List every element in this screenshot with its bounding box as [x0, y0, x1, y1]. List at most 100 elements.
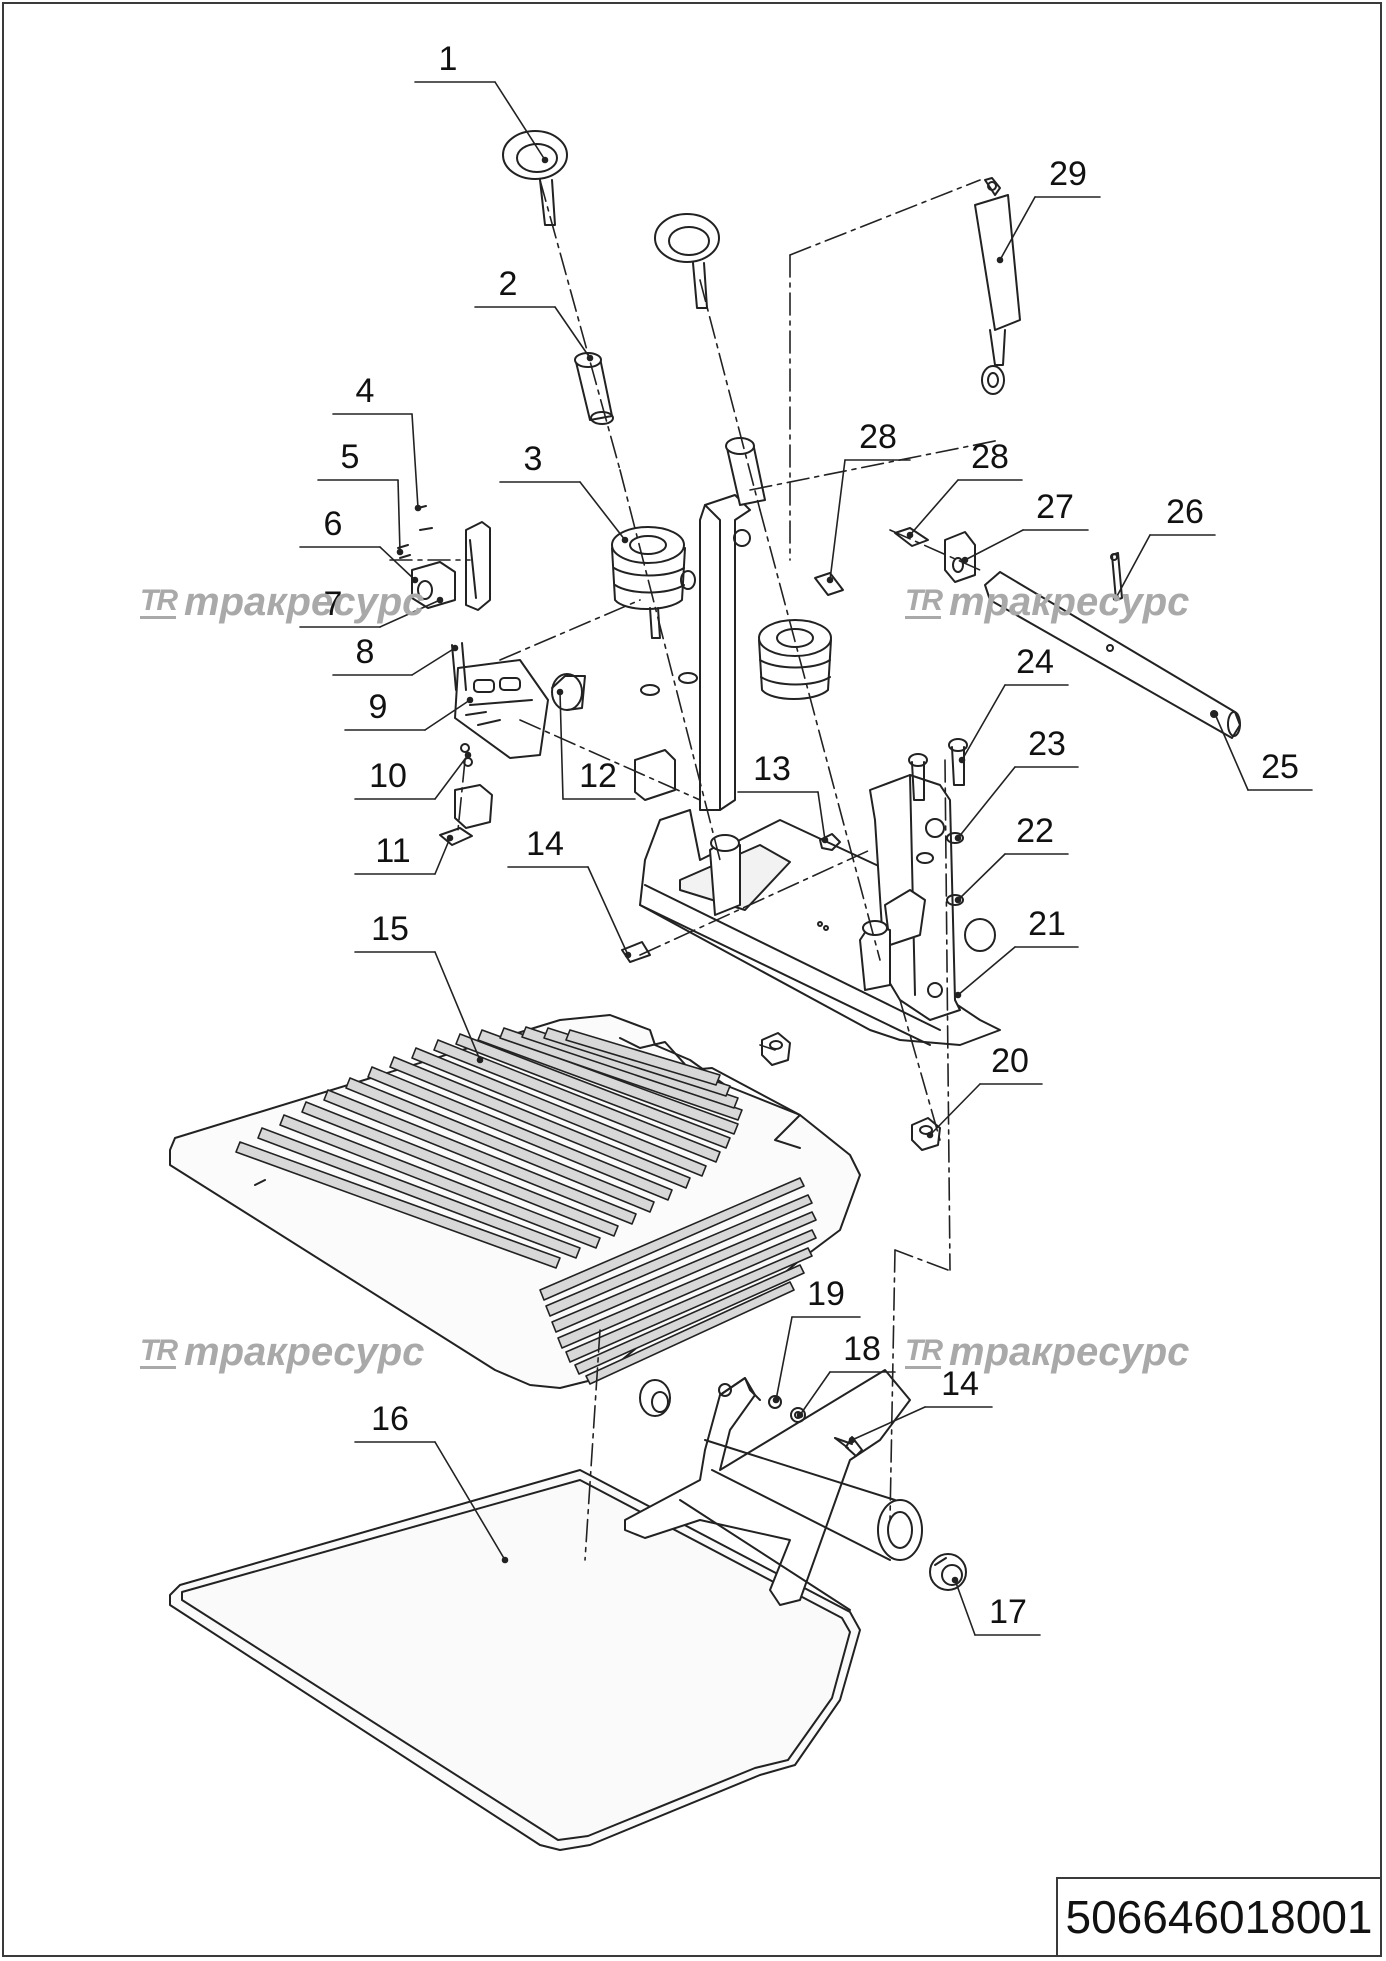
screws-8: [451, 642, 467, 691]
callout-leader: [424, 699, 471, 731]
callout-dot: [464, 751, 472, 759]
callout-leader: [817, 791, 826, 841]
bracket-4: [417, 505, 491, 611]
callout-number: 9: [369, 688, 388, 726]
callout-number: 14: [941, 1365, 979, 1403]
callout-leader: [411, 647, 456, 676]
callout-dot: [624, 951, 632, 959]
nut-20: [911, 1117, 941, 1151]
callout-dot: [501, 1556, 509, 1564]
callout-leader: [434, 754, 469, 800]
shaft-25: [984, 571, 1241, 739]
callout-dot: [906, 531, 914, 539]
callout-dot: [848, 1436, 856, 1444]
callout-number: 27: [1036, 488, 1074, 526]
callout-dot: [796, 1411, 804, 1419]
callout-dot: [446, 834, 454, 842]
callout-number: 5: [341, 438, 360, 476]
callout-number: 13: [753, 750, 791, 788]
small-washers: [640, 570, 934, 864]
bolt-14-lower: [834, 1436, 863, 1457]
callout-dot: [951, 1576, 959, 1584]
nut-lower-left: [761, 1032, 791, 1066]
callout-dot: [541, 156, 549, 164]
callout-leader: [554, 306, 591, 359]
callout-number: 1: [439, 40, 458, 78]
pin-26: [1110, 552, 1123, 601]
bushing-17: [929, 1553, 967, 1591]
callout-number: 17: [989, 1593, 1027, 1631]
callout-dot: [1211, 710, 1219, 718]
callout-dot: [621, 536, 629, 544]
gas-strut-29: [974, 177, 1021, 395]
washer-19: [768, 1395, 782, 1409]
callout-dot: [954, 896, 962, 904]
callout-leader: [411, 413, 419, 509]
callout-number: 20: [991, 1042, 1029, 1080]
callout-number: 24: [1016, 643, 1054, 681]
callout-leader: [494, 81, 546, 161]
callout-dot: [586, 354, 594, 362]
knob-second: [654, 213, 720, 309]
callout-leader: [379, 599, 441, 628]
callout-number: 14: [526, 825, 564, 863]
document-number: 506646018001: [1056, 1877, 1382, 1957]
callout-number: 7: [324, 585, 343, 623]
callout-dot: [451, 644, 459, 652]
block-11: [439, 784, 493, 846]
callout-leader: [999, 196, 1036, 261]
bolt-28-left: [814, 572, 844, 596]
callout-dot: [476, 1056, 484, 1064]
callout-dot: [996, 256, 1004, 264]
callout-dot: [926, 1131, 934, 1139]
callout-dot: [396, 548, 404, 556]
spring-3: [611, 526, 686, 639]
callout-number: 2: [499, 265, 518, 303]
callout-leader: [954, 1579, 976, 1636]
sleeve-second: [725, 437, 766, 506]
callout-number: 10: [369, 757, 407, 795]
callout-number: 18: [843, 1330, 881, 1368]
washer-23: [946, 832, 964, 844]
callout-number: 28: [859, 418, 897, 456]
callout-leader: [957, 766, 1016, 839]
clamp-27: [944, 531, 976, 583]
callout-dot: [954, 834, 962, 842]
hinge-bracket: [624, 1369, 923, 1611]
callout-leader: [1214, 713, 1249, 791]
plate-9: [454, 659, 549, 759]
seat-panel-16: [169, 1469, 861, 1851]
callout-leader: [1115, 534, 1151, 599]
callout-number: 21: [1028, 905, 1066, 943]
spring-second: [758, 619, 832, 700]
callout-number: 23: [1028, 725, 1066, 763]
callout-leader: [851, 1406, 926, 1441]
callout-number: 25: [1261, 748, 1299, 786]
callout-leader: [579, 481, 626, 541]
callout-number: 22: [1016, 812, 1054, 850]
callout-dot: [954, 991, 962, 999]
callout-number: 28: [971, 438, 1009, 476]
callout-leader: [397, 479, 401, 553]
bushing-left: [639, 1379, 671, 1417]
callout-number: 12: [579, 757, 617, 795]
nut-13: [819, 833, 841, 851]
seat-mat-15: [169, 1014, 861, 1389]
callout-number: 15: [371, 910, 409, 948]
callout-number: 4: [356, 372, 375, 410]
callout-leader: [559, 691, 564, 800]
callout-leader: [964, 529, 1024, 561]
callout-leader: [909, 479, 959, 536]
callout-number: 26: [1166, 493, 1204, 531]
callout-dot: [1112, 594, 1120, 602]
bolts-24: [908, 738, 968, 801]
callout-leader: [957, 946, 1016, 996]
callout-number: 16: [371, 1400, 409, 1438]
callout-number: 6: [324, 505, 343, 543]
callout-leader: [929, 1083, 981, 1136]
callout-dot: [772, 1396, 780, 1404]
callout-leader: [799, 1371, 831, 1416]
callout-leader: [434, 837, 451, 875]
